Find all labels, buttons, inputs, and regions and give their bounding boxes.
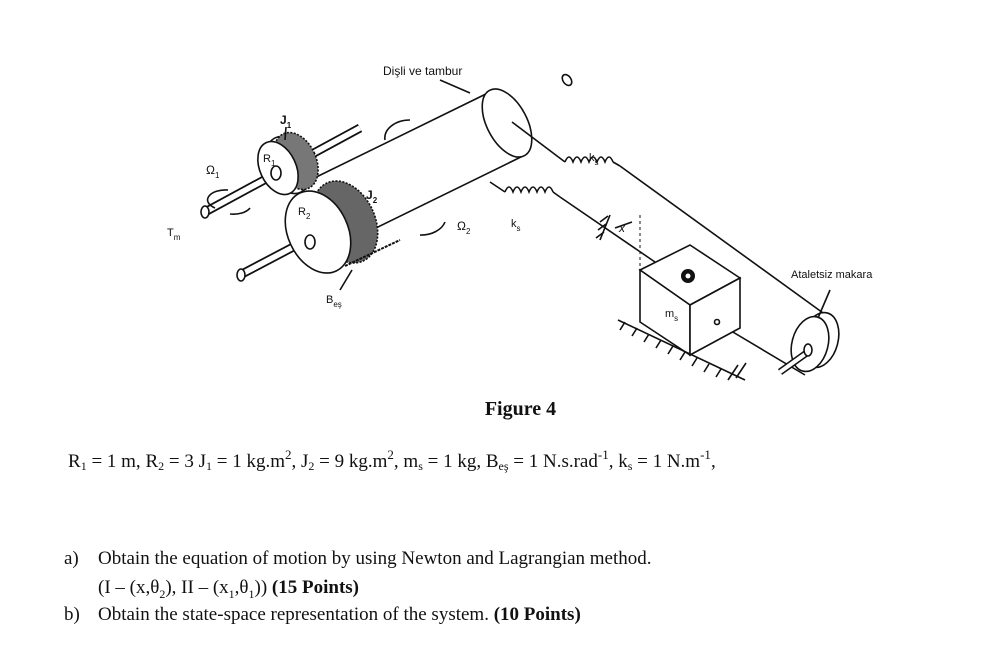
gear-j2-hub <box>304 234 316 250</box>
upper-spring-tail <box>612 161 621 167</box>
tm-label: Tm <box>167 227 181 242</box>
param-j1: J1 = 1 kg.m2, <box>198 447 301 473</box>
upper-cable <box>511 121 566 163</box>
x-reference-hatch <box>595 215 609 239</box>
drum-label: Dişli ve tambur <box>383 64 462 78</box>
parameters-line: R1 = 1 m, R2 = 3 J1 = 1 kg.m2, J2 = 9 kg… <box>68 447 716 474</box>
upper-spring <box>564 156 614 165</box>
omega2-label: Ω2 <box>457 219 471 236</box>
omega1-arrow-bottom <box>229 207 251 215</box>
lower-cable-to-mass <box>559 196 656 263</box>
param-ms: ms = 1 kg, <box>403 451 486 473</box>
x-label: x <box>618 221 626 235</box>
damper-line <box>344 239 401 267</box>
drum-label-leader <box>439 79 471 94</box>
question-a-points: (15 Points) <box>271 577 359 598</box>
bes-label: Beş <box>326 294 342 309</box>
lower-spring <box>504 186 554 195</box>
omega1-label: Ω1 <box>206 163 220 180</box>
damper-leader <box>339 269 353 291</box>
drum-shaft-end <box>561 73 573 87</box>
question-a-letter: a) <box>64 548 79 569</box>
mass-side <box>689 276 741 357</box>
omega1-arrow-top <box>206 189 229 209</box>
lower-cable <box>489 181 506 193</box>
question-a-subline: (I – (x,θ2), II – (x1,θ1)) (15 Points) <box>98 577 359 601</box>
ms-label: ms <box>665 308 678 323</box>
j2-label: J2 <box>366 188 378 205</box>
ground-hatch <box>619 321 747 381</box>
j1-label: J1 <box>280 113 292 130</box>
r1-label: R1 <box>263 153 276 168</box>
question-b-letter: b) <box>64 604 80 625</box>
param-bes: Beş = 1 N.s.rad-1, <box>485 447 619 473</box>
gear-j2-face <box>284 190 352 274</box>
pulley-label: Ataletsiz makara <box>791 269 873 281</box>
pulley-hub <box>803 343 813 357</box>
mass-hook <box>713 318 721 326</box>
question-a: a) Obtain the equation of motion by using… <box>64 548 652 570</box>
question-b-points: (10 Points) <box>493 604 581 625</box>
drum-shaft-right-inner <box>518 78 567 112</box>
param-r1: R1 = 1 m, <box>68 451 146 473</box>
pulley-leader <box>817 289 831 319</box>
question-b: b) Obtain the state-space representation … <box>64 604 581 626</box>
question-a-text: Obtain the equation of motion by using N… <box>98 548 652 569</box>
drum-end-face <box>481 88 533 158</box>
ground-line <box>617 319 746 381</box>
upper-cable-to-pulley <box>619 165 831 319</box>
gear-j1-hub <box>270 165 282 181</box>
param-ks: ks = 1 N.m-1, <box>618 447 716 473</box>
drum-rot-arrow-bottom <box>419 221 446 236</box>
drum-rot-arrow-top <box>384 119 411 141</box>
param-r2: R2 = 3 <box>145 451 199 473</box>
lower-spring-tail <box>552 191 561 198</box>
j2-shaft-end <box>236 268 246 282</box>
pulley-axle-inner <box>778 350 810 374</box>
question-b-text: Obtain the state-space representation of… <box>98 604 494 625</box>
mass-knob-center <box>685 273 691 279</box>
param-j2: J2 = 9 kg.m2, <box>301 447 404 473</box>
x-reference-wall <box>599 214 611 241</box>
j1-shaft-end <box>200 205 210 219</box>
ks-lower-label: ks <box>511 218 521 233</box>
mechanical-system-figure: Dişli ve tambur J1 R1 Ω1 Tm R2 J2 Ω2 Beş… <box>167 64 873 381</box>
j1-leader <box>284 126 287 141</box>
ks-upper-label: ks <box>589 152 599 167</box>
figure-caption: Figure 4 <box>484 398 557 420</box>
x-arrow <box>614 221 633 229</box>
r2-label: R2 <box>298 206 311 221</box>
